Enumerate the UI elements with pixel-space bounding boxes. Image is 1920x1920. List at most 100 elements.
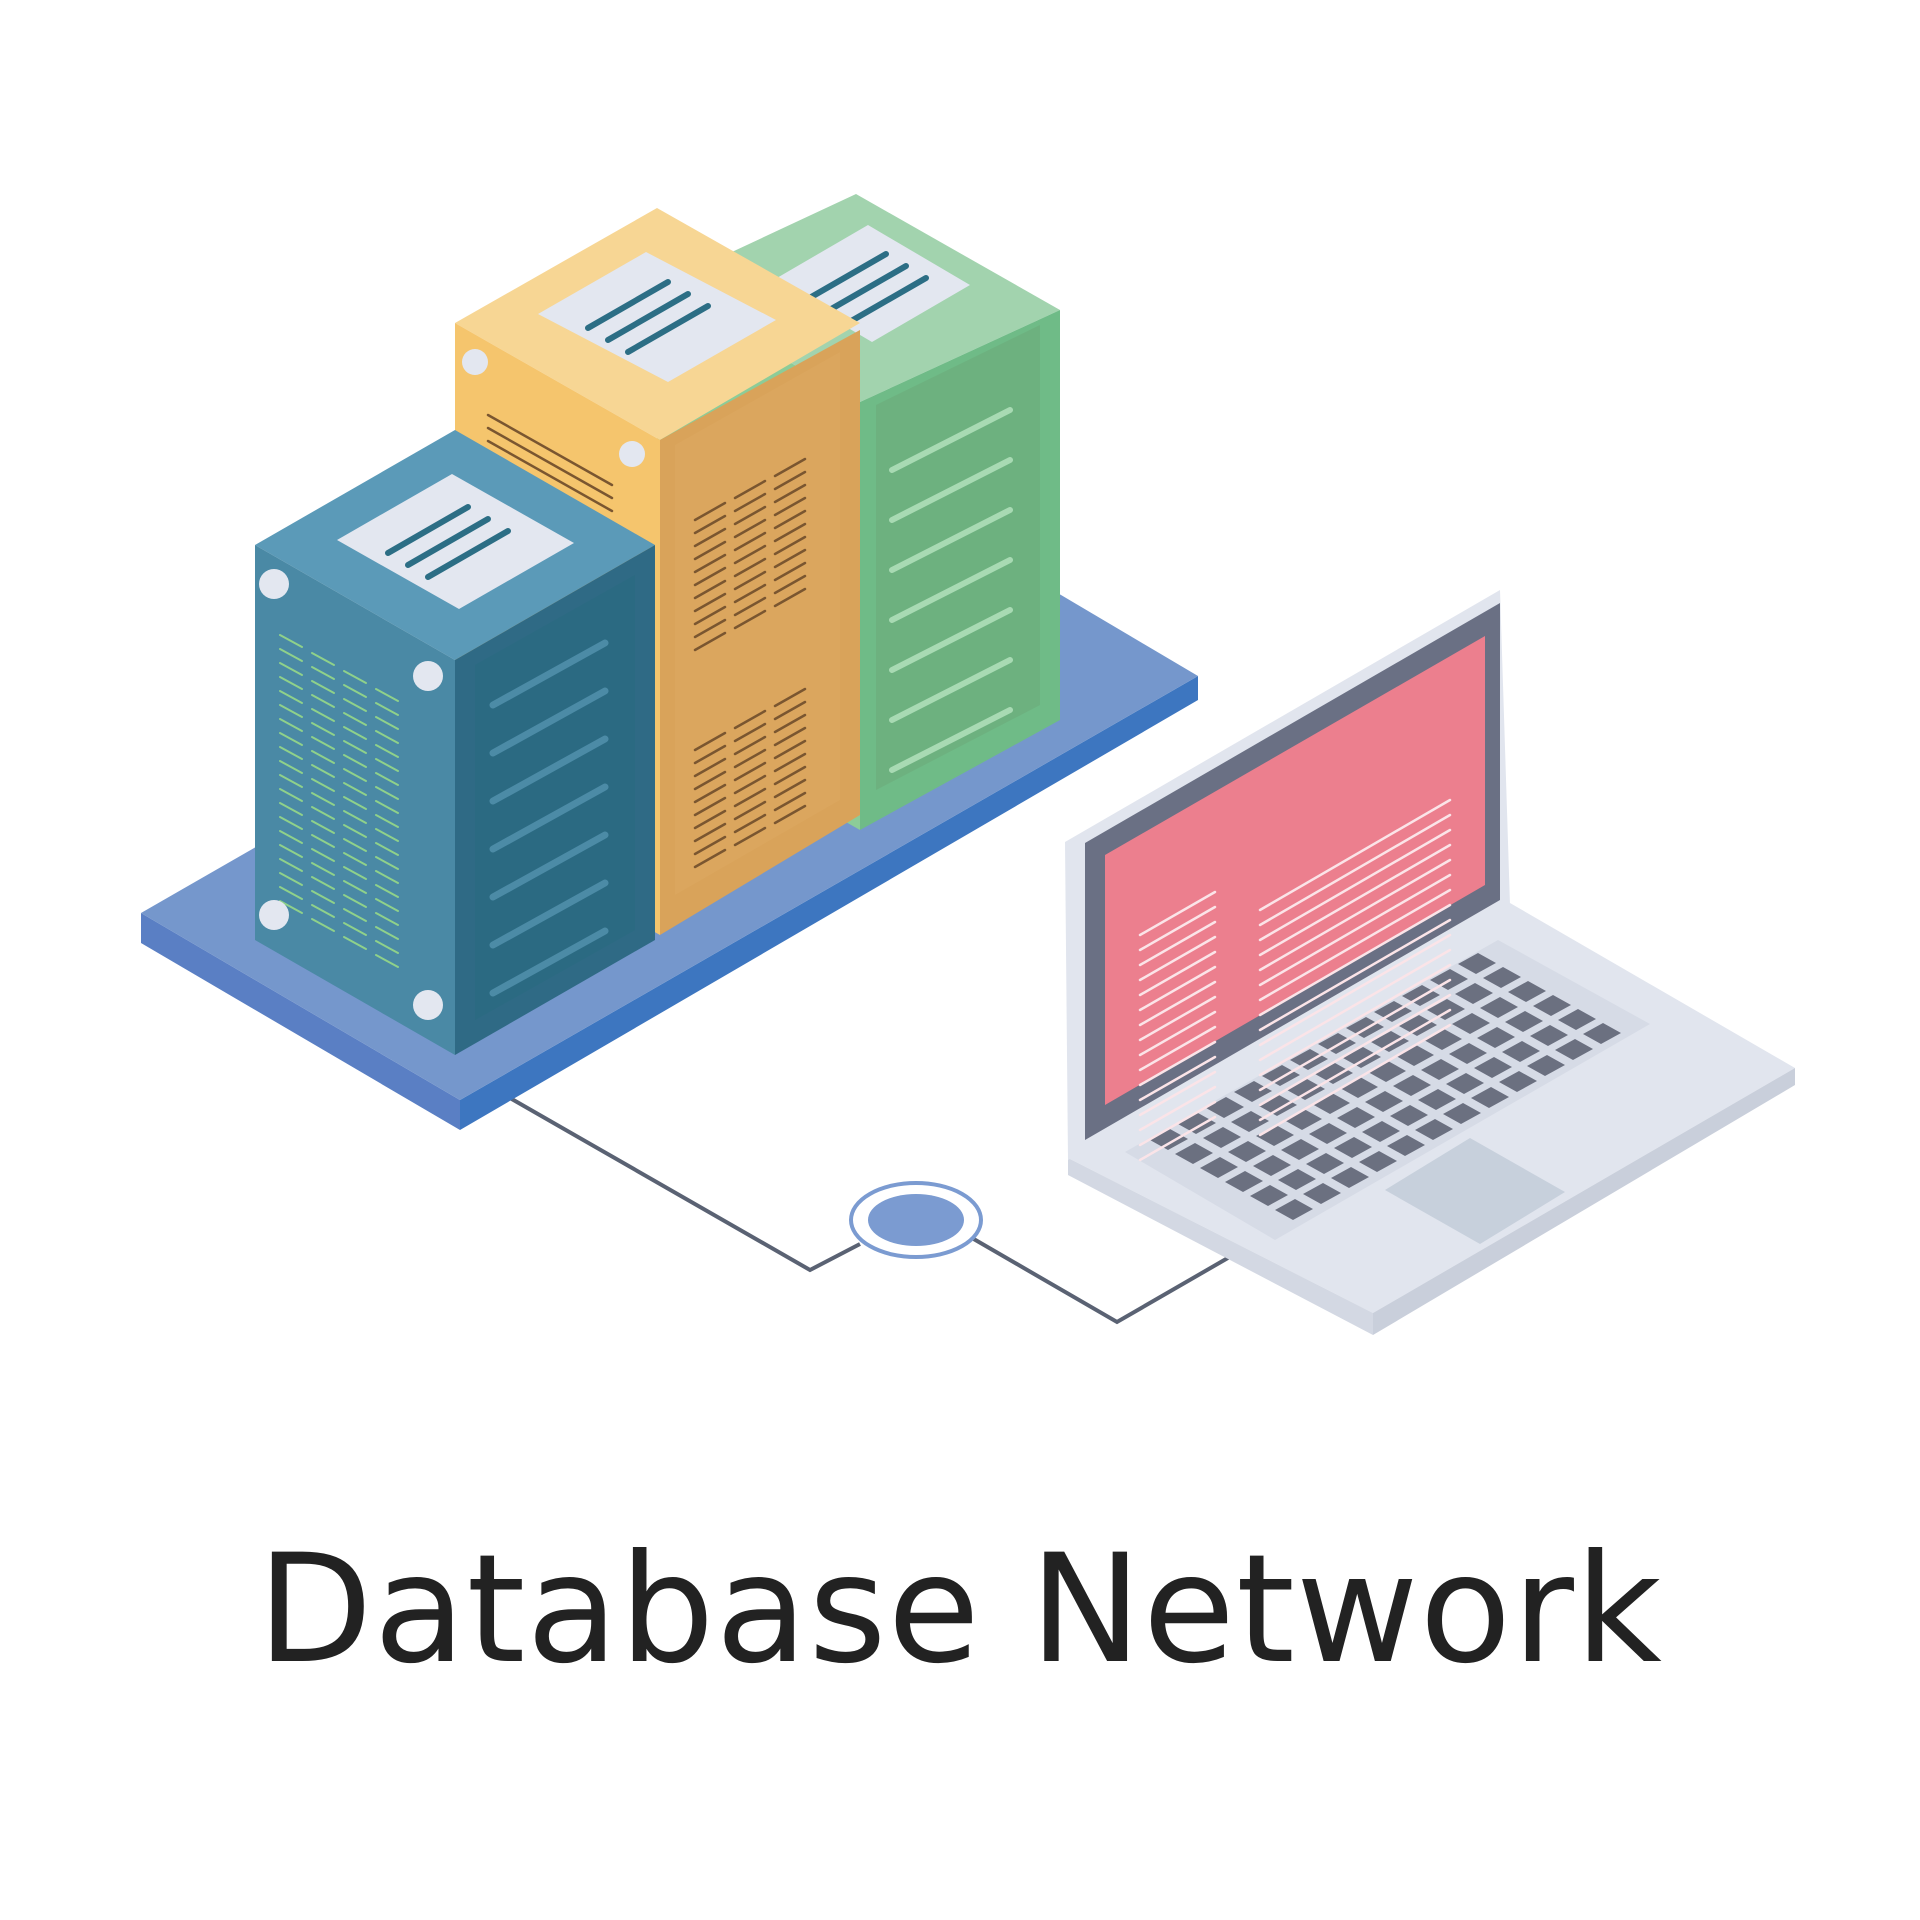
keyboard-key bbox=[1371, 1031, 1409, 1052]
code-dash bbox=[343, 810, 367, 824]
code-dash bbox=[773, 700, 807, 721]
code-dash bbox=[343, 852, 367, 866]
code-dash bbox=[1138, 1010, 1217, 1057]
keyboard-key bbox=[1474, 1057, 1512, 1078]
code-dash bbox=[1138, 1085, 1217, 1132]
code-dash bbox=[279, 732, 303, 746]
laptop-keys bbox=[1150, 953, 1621, 1220]
code-dash bbox=[733, 492, 767, 513]
keyboard-key bbox=[1558, 1009, 1596, 1030]
code-dash bbox=[343, 824, 367, 838]
code-dash bbox=[1138, 935, 1217, 982]
code-dash bbox=[773, 765, 807, 786]
laptop-base-front bbox=[1373, 1068, 1795, 1335]
keyboard-key bbox=[1275, 1199, 1313, 1220]
keyboard-key bbox=[1200, 1157, 1238, 1178]
rack-green-label-lines bbox=[803, 251, 929, 327]
code-dash bbox=[1258, 903, 1452, 1017]
server-rack-teal-icon bbox=[255, 430, 655, 1055]
code-dash bbox=[693, 553, 727, 574]
code-dash bbox=[279, 760, 303, 774]
code-dash bbox=[693, 822, 727, 843]
code-dash bbox=[1138, 950, 1217, 997]
code-dash bbox=[375, 744, 399, 758]
code-dash bbox=[693, 848, 727, 869]
code-dash bbox=[693, 744, 727, 765]
network-wire bbox=[509, 1096, 1235, 1325]
code-dash bbox=[343, 922, 367, 936]
code-dash bbox=[773, 522, 807, 543]
code-dash bbox=[486, 413, 614, 487]
code-dash bbox=[733, 761, 767, 782]
code-dash bbox=[311, 750, 335, 764]
keyboard-key bbox=[1368, 1061, 1406, 1082]
keyboard-key bbox=[1399, 1015, 1437, 1036]
keyboard-key bbox=[1477, 1027, 1515, 1048]
code-dash bbox=[343, 684, 367, 698]
code-dash bbox=[375, 898, 399, 912]
code-dash bbox=[733, 479, 767, 500]
code-dash bbox=[693, 592, 727, 613]
vent-slot bbox=[889, 407, 1013, 473]
vent-slot bbox=[489, 927, 609, 997]
keyboard-key bbox=[1284, 1109, 1322, 1130]
code-dash bbox=[733, 826, 767, 847]
keyboard-key bbox=[1555, 1039, 1593, 1060]
code-dash bbox=[1258, 948, 1452, 1062]
code-dash bbox=[311, 652, 335, 666]
code-dash bbox=[343, 726, 367, 740]
code-dash bbox=[343, 740, 367, 754]
code-dash bbox=[311, 862, 335, 876]
keyboard-key bbox=[1533, 995, 1571, 1016]
code-dash bbox=[279, 662, 303, 676]
code-dash bbox=[279, 858, 303, 872]
platform-side bbox=[460, 676, 1198, 1130]
code-dash bbox=[693, 631, 727, 652]
code-dash bbox=[343, 670, 367, 684]
wire-node-to-laptop bbox=[970, 1236, 1235, 1325]
keyboard-key bbox=[1458, 953, 1496, 974]
code-dash bbox=[773, 483, 807, 504]
laptop-screen-text-lines bbox=[1138, 798, 1452, 1162]
keyboard-key bbox=[1418, 1089, 1456, 1110]
code-dash bbox=[733, 735, 767, 756]
code-dash bbox=[486, 439, 614, 513]
code-dash bbox=[311, 736, 335, 750]
label-stripe bbox=[823, 263, 909, 315]
code-dash bbox=[279, 816, 303, 830]
code-dash bbox=[1258, 858, 1452, 972]
caption-title: Database Network bbox=[257, 1523, 1663, 1697]
rack-teal-text-lines bbox=[279, 634, 399, 968]
keyboard-key bbox=[1234, 1081, 1272, 1102]
keyboard-key bbox=[1259, 1095, 1297, 1116]
keyboard-key bbox=[1343, 1047, 1381, 1068]
code-dash bbox=[693, 796, 727, 817]
code-dash bbox=[773, 804, 807, 825]
vent-slot bbox=[489, 879, 609, 949]
code-dash bbox=[311, 904, 335, 918]
code-dash bbox=[733, 774, 767, 795]
keyboard-key bbox=[1306, 1153, 1344, 1174]
keyboard-key bbox=[1303, 1183, 1341, 1204]
code-dash bbox=[773, 739, 807, 760]
code-dash bbox=[343, 866, 367, 880]
vent-slot bbox=[889, 507, 1013, 573]
code-dash bbox=[311, 792, 335, 806]
code-dash bbox=[311, 876, 335, 890]
code-dash bbox=[279, 774, 303, 788]
code-dash bbox=[773, 713, 807, 734]
vent-slot bbox=[889, 557, 1013, 623]
keyboard-key bbox=[1256, 1125, 1294, 1146]
keyboard-key bbox=[1390, 1105, 1428, 1126]
code-dash bbox=[1258, 1023, 1452, 1137]
keyboard-key bbox=[1287, 1079, 1325, 1100]
code-dash bbox=[343, 782, 367, 796]
rack-yellow-label-lines bbox=[585, 279, 711, 355]
code-dash bbox=[311, 666, 335, 680]
code-dash bbox=[311, 890, 335, 904]
vent-slot bbox=[489, 831, 609, 901]
keyboard-key bbox=[1359, 1151, 1397, 1172]
keyboard-key bbox=[1346, 1017, 1384, 1038]
code-dash bbox=[733, 505, 767, 526]
